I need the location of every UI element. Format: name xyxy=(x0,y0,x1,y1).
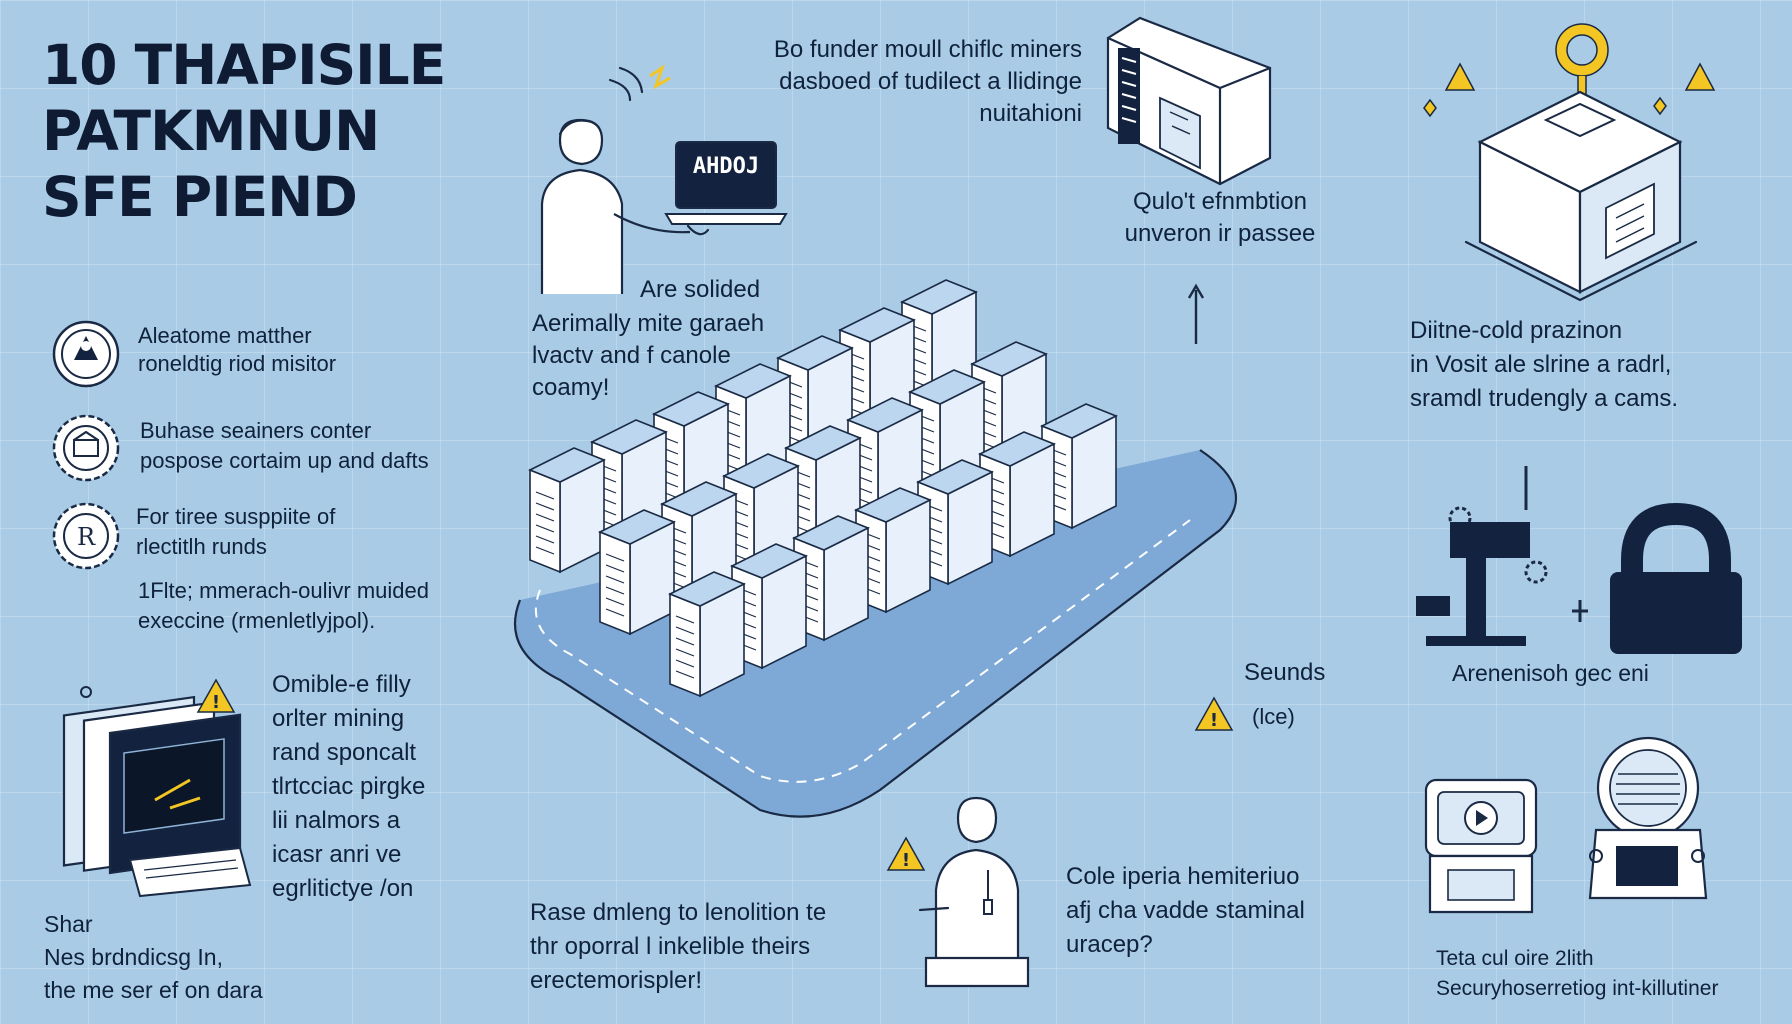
warning-icon: ! xyxy=(1194,696,1234,731)
machine-press-icon xyxy=(1416,466,1548,646)
feature-1-text: Aleatome matther roneldtig riod misitor xyxy=(138,323,337,376)
server-rack xyxy=(598,509,676,636)
up-arrow-icon xyxy=(1187,283,1205,344)
registered-gear-icon: R xyxy=(52,502,120,570)
seunds-label: Seunds xyxy=(1244,659,1326,686)
svg-text:!: ! xyxy=(902,850,910,871)
server-rack-grid xyxy=(528,279,1118,698)
person-with-laptop-illustration xyxy=(540,64,788,294)
person-caption-heading: Are solided xyxy=(640,276,761,303)
feature-3-text: For tiree susppiite of rlectitlh runds xyxy=(136,504,336,559)
warning-icon: ! xyxy=(886,836,926,871)
mining-server-farm-illustration xyxy=(513,279,1237,818)
server-rack xyxy=(978,431,1056,558)
mining-manual-illustration xyxy=(62,695,252,898)
svg-text:R: R xyxy=(77,523,96,551)
mining-caption: Omible-e filly orlter mining rand sponca… xyxy=(272,671,426,902)
datacenter-building-illustration xyxy=(1423,23,1716,302)
svg-text:!: ! xyxy=(1210,710,1218,731)
server-rack xyxy=(730,543,808,670)
server-rack xyxy=(668,571,746,698)
seunds-sublabel: (lce) xyxy=(1252,704,1295,729)
security-devices-illustration xyxy=(1424,736,1708,914)
page-title: 10 THAPISILE PATKMNUN SFE PIEND xyxy=(42,32,512,230)
title-line-2: PATKMNUN xyxy=(42,99,380,163)
top-caption: Bo funder moull chiflc miners dasboed of… xyxy=(773,36,1082,127)
lock-caption: Arenenisoh gec eni xyxy=(1452,660,1649,686)
person-caption: Aerimally mite garaeh lvactv and f canol… xyxy=(532,310,765,401)
bottom-right-caption: Teta cul oire 2lith Securyhoserretiog in… xyxy=(1436,947,1719,1000)
plus-icon xyxy=(1572,600,1588,622)
padlock-icon xyxy=(1610,502,1742,654)
bottom-center-right-caption: Cole iperia hemiteriuo afj cha vadde sta… xyxy=(1066,863,1305,958)
features-note: 1Flte; mmerach-oulivr muided execcine (r… xyxy=(138,578,429,633)
server-rack xyxy=(854,487,932,614)
server-rack xyxy=(528,447,606,574)
bottom-left-caption: Shar Nes brdndicsg In, the me ser ef on … xyxy=(44,911,263,1003)
rack-caption: Qulo't efnmbtion unveron ir passee xyxy=(1124,188,1316,247)
warning-icon: ! xyxy=(196,678,236,713)
gear-building-icon xyxy=(52,414,120,482)
svg-text:!: ! xyxy=(212,692,220,713)
feature-2-text: Buhase seainers conter pospose cortaim u… xyxy=(140,418,429,473)
server-cabinet-illustration xyxy=(1106,16,1272,186)
server-rack xyxy=(792,515,870,642)
building-caption: Diitne-cold prazinon in Vosit ale slrine… xyxy=(1410,317,1679,412)
title-line-1: 10 THAPISILE xyxy=(42,33,446,97)
bottom-center-caption: Rase dmleng to lenolition te thr oporral… xyxy=(530,899,827,994)
laptop-screen-text: AHDOJ xyxy=(692,154,760,179)
bolt-marker-icon xyxy=(80,686,92,698)
operator-person-illustration xyxy=(918,796,1030,988)
shield-person-icon xyxy=(52,320,120,388)
title-line-3: SFE PIEND xyxy=(42,165,358,229)
